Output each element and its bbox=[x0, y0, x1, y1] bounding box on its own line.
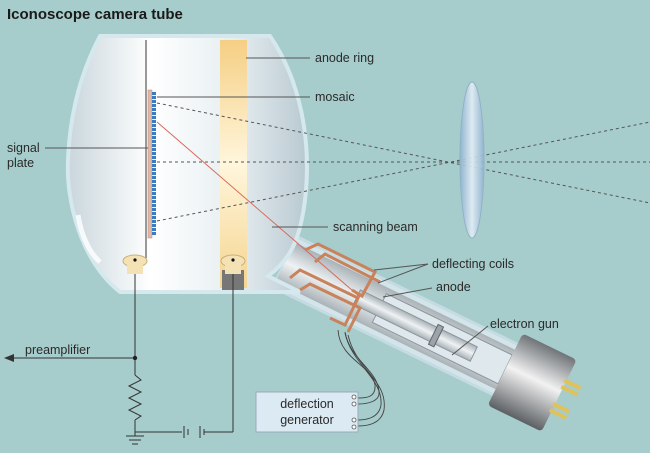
anode-label: anode bbox=[436, 280, 471, 294]
signal-plate-terminal bbox=[122, 254, 148, 274]
deflection-generator-label-2: generator bbox=[280, 413, 334, 427]
deflection-generator-label-1: deflection bbox=[280, 397, 334, 411]
anode-ring-terminal bbox=[220, 254, 246, 274]
base-cap bbox=[489, 334, 582, 431]
deflection-generator bbox=[255, 391, 359, 433]
arrow-left-icon bbox=[4, 354, 14, 362]
electron-gun-label: electron gun bbox=[490, 317, 559, 331]
anode-ring bbox=[220, 40, 247, 288]
glass-bulb bbox=[65, 34, 309, 294]
signal-plate-label-2: plate bbox=[7, 156, 34, 170]
tube-neck bbox=[270, 234, 582, 431]
deflecting-coils-label: deflecting coils bbox=[432, 257, 514, 271]
signal-plate bbox=[147, 89, 153, 239]
light-rays bbox=[156, 102, 650, 222]
deflecting-coils bbox=[289, 242, 381, 333]
signal-plate-label-1: signal bbox=[7, 141, 40, 155]
scanning-beam bbox=[156, 121, 361, 298]
preamplifier-label: preamplifier bbox=[25, 343, 90, 357]
circuit bbox=[10, 274, 234, 445]
anode-ring-label: anode ring bbox=[315, 51, 374, 65]
lens bbox=[459, 81, 485, 239]
junction-node bbox=[132, 355, 138, 361]
diagram-title: Iconoscope camera tube bbox=[7, 6, 183, 23]
mosaic-label: mosaic bbox=[315, 90, 355, 104]
scanning-beam-label: scanning beam bbox=[333, 220, 418, 234]
coil-wires bbox=[337, 329, 385, 427]
resistor bbox=[127, 374, 143, 421]
